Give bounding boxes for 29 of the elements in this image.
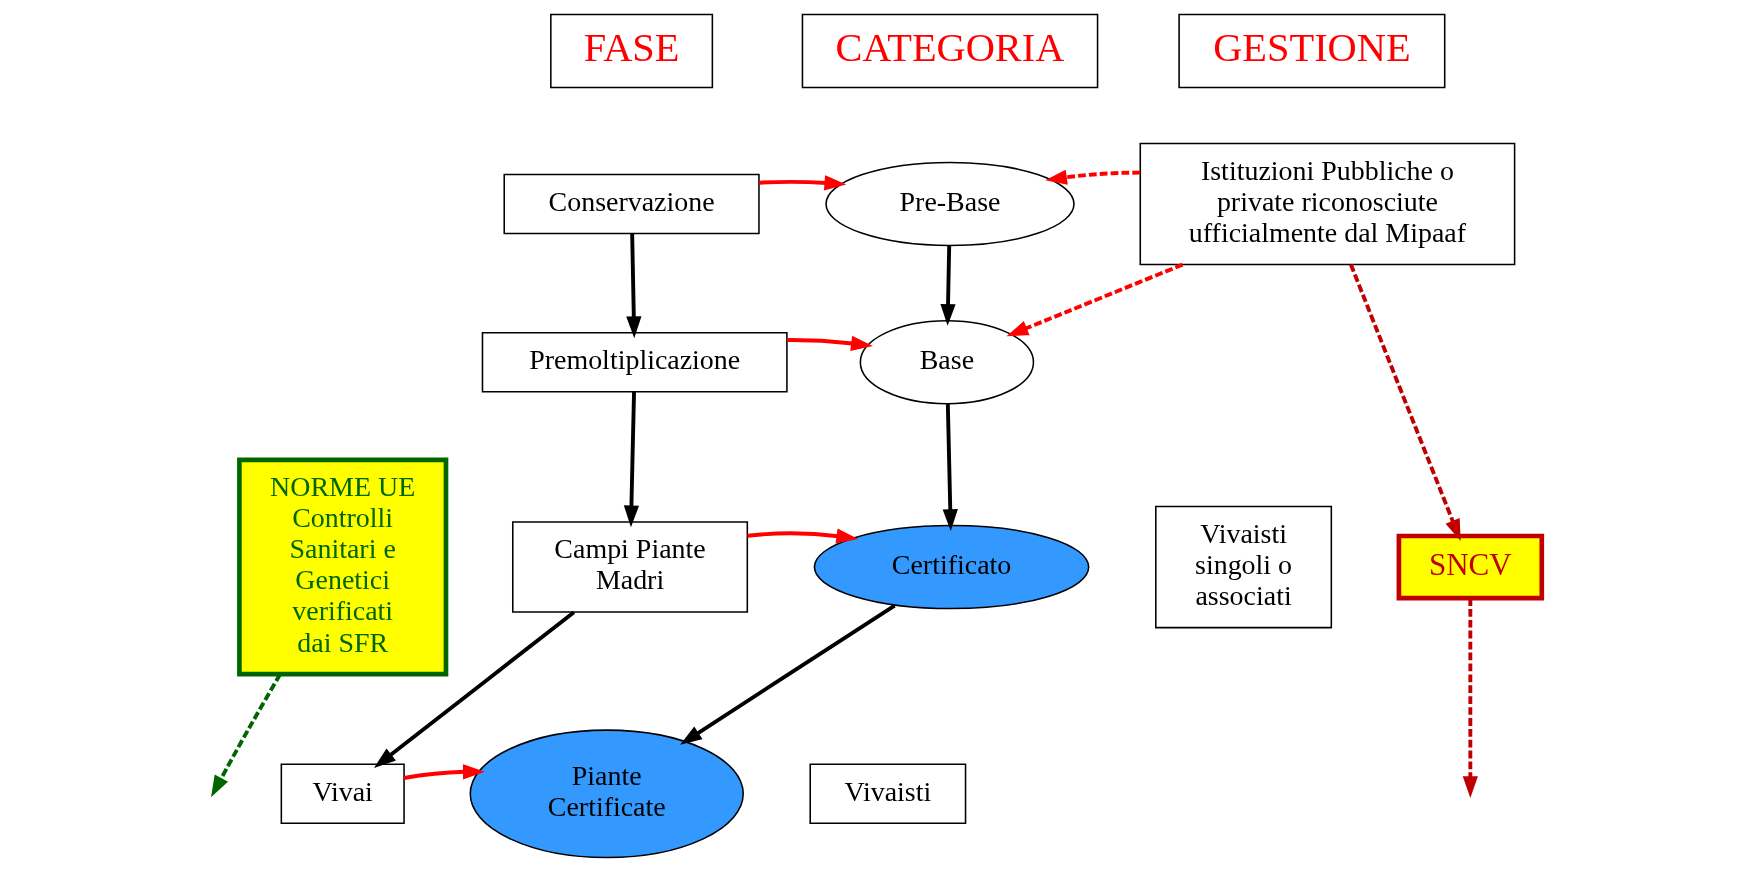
arrow (374, 610, 576, 768)
node-box: Premoltiplicazione (481, 331, 788, 393)
arrow (942, 404, 958, 532)
arrow (759, 175, 847, 191)
node-box: GESTIONE (1178, 13, 1446, 89)
node-box: FASE (550, 13, 714, 89)
arrow (211, 673, 282, 798)
arrow (1045, 169, 1141, 185)
node-box: Vivaisti (809, 763, 967, 825)
arrow (1349, 263, 1461, 542)
arrow (626, 233, 642, 339)
arrow (940, 245, 956, 326)
node-box: SNCV (1396, 533, 1545, 601)
node-box: Istituzioni Pubbliche o private riconosciute ufficialmente dal Mipaaf (1139, 142, 1516, 266)
arrow (1462, 598, 1478, 799)
arrow (680, 603, 896, 745)
arrow (1006, 262, 1184, 337)
arrow (787, 335, 873, 351)
arrow (747, 528, 859, 544)
arrow (403, 764, 485, 780)
node-box: NORME UE Controlli Sanitari e Genetici verificati dai SFR (237, 457, 449, 677)
node-ellipse: Certificato (813, 524, 1090, 610)
node-box: Campi Piante Madri (512, 521, 749, 613)
node-box: CATEGORIA (801, 13, 1099, 89)
node-box: Vivaisti singoli o associati (1155, 505, 1333, 629)
node-box: Vivai (280, 763, 405, 825)
arrow (623, 391, 640, 528)
node-ellipse: Piante Certificate (469, 729, 744, 859)
node-box: Conservazione (503, 173, 760, 235)
